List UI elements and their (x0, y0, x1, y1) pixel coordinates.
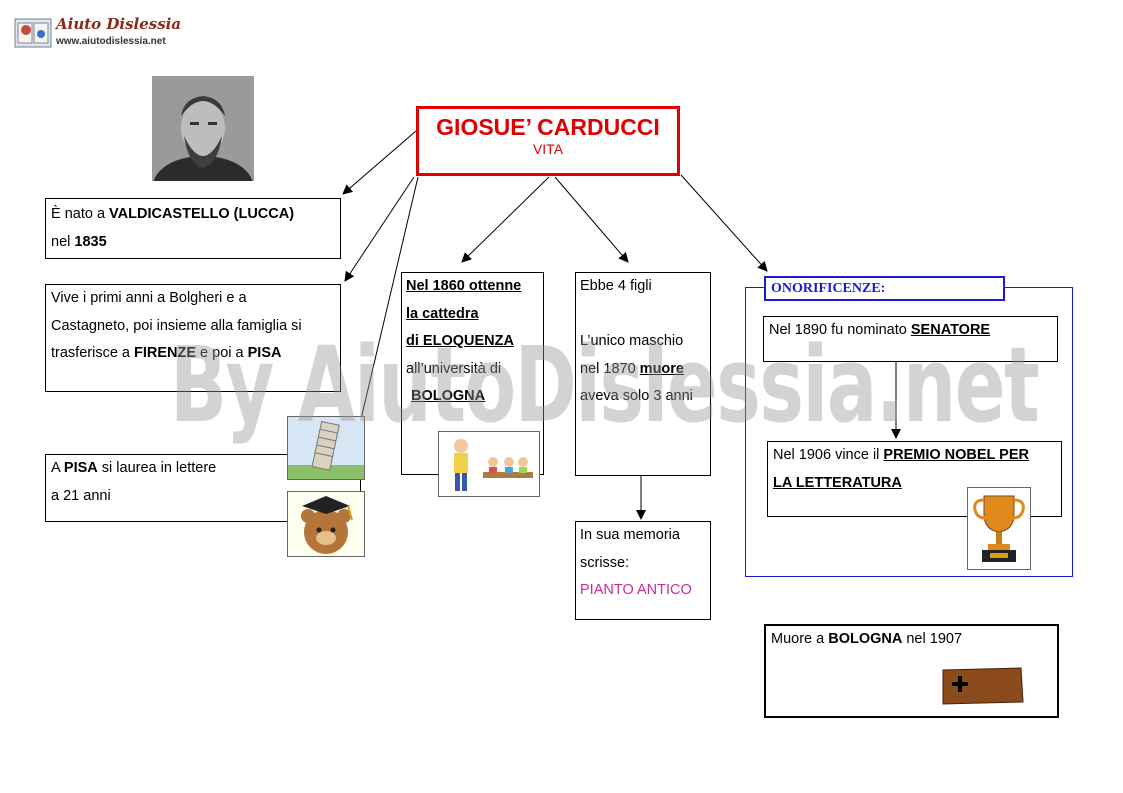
birth-year: 1835 (74, 233, 107, 250)
portrait-photo (152, 76, 254, 181)
honors-header: ONORIFICENZE: (764, 276, 1005, 301)
birth-box: È nato a VALDICASTELLO (LUCCA) nel 1835 (45, 198, 341, 259)
arrow-to-early (344, 176, 415, 282)
center-subtitle: VITA (532, 141, 564, 157)
memory-box: In sua memoria scrisse: PIANTO ANTICO (575, 521, 711, 620)
center-title: GIOSUE’ CARDUCCI (436, 114, 660, 140)
early-life-box: Vive i primi anni a Bolgheri e a Castagn… (45, 284, 341, 392)
classroom-image (438, 431, 540, 497)
arrow-to-birth (342, 130, 417, 195)
birthplace: VALDICASTELLO (LUCCA) (109, 206, 295, 222)
book-logo-icon (14, 18, 52, 48)
arrow-to-honors (680, 174, 768, 272)
poem-title: PIANTO ANTICO (580, 582, 692, 598)
arrow-to-chair (461, 176, 550, 263)
arrow-to-children (554, 176, 629, 263)
logo-title: Aiuto Dislessia (56, 15, 182, 33)
trophy-image (967, 487, 1031, 570)
senator-box: Nel 1890 fu nominato SENATORE (763, 316, 1058, 362)
children-box: Ebbe 4 figli L’unico maschio nel 1870 mu… (575, 272, 711, 476)
center-node: GIOSUE’ CARDUCCI VITA (416, 106, 680, 176)
coffin-icon (942, 667, 1024, 705)
graduate-bear-image (287, 491, 365, 557)
logo: Aiuto Dislessia www.aiutodislessia.net (12, 14, 182, 54)
logo-url[interactable]: www.aiutodislessia.net (56, 36, 166, 47)
leaning-tower-image (287, 416, 365, 480)
